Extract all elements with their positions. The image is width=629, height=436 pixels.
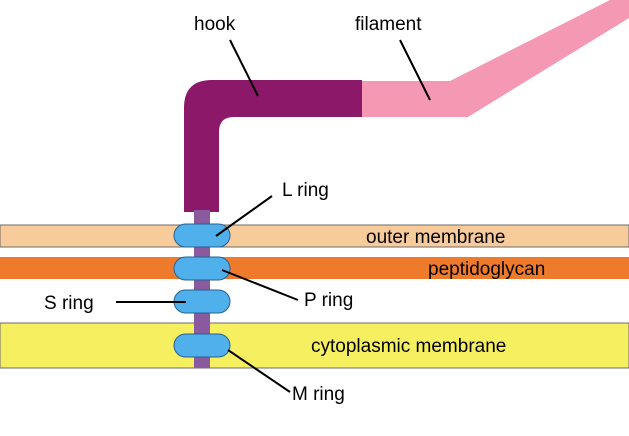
- m-ring-shape: [173, 333, 231, 358]
- l-ring-label: L ring: [282, 180, 329, 201]
- cytoplasmic-membrane-layer: [0, 322, 629, 369]
- s-ring-label: S ring: [44, 293, 94, 314]
- cytoplasmic-membrane-label: cytoplasmic membrane: [311, 336, 506, 357]
- outer-membrane-label: outer membrane: [366, 227, 505, 248]
- outer-membrane-layer: [0, 224, 629, 248]
- hook-shape: [184, 80, 362, 212]
- rod-shape: [194, 210, 210, 368]
- p-ring-leader-line: [221, 269, 299, 301]
- m-ring-leader-line: [227, 349, 291, 393]
- p-ring-shape: [173, 256, 231, 281]
- filament-shape: [360, 0, 629, 117]
- filament-leader-line: [399, 39, 431, 101]
- hook-label: hook: [194, 14, 236, 35]
- filament-label: filament: [355, 14, 422, 35]
- peptidoglycan-label: peptidoglycan: [428, 259, 545, 280]
- hook-leader-line: [229, 39, 259, 97]
- l-ring-leader-line: [215, 195, 273, 237]
- m-ring-label: M ring: [292, 384, 345, 405]
- peptidoglycan-layer: [0, 257, 629, 279]
- l-ring-shape: [173, 223, 231, 248]
- p-ring-label: P ring: [304, 290, 353, 311]
